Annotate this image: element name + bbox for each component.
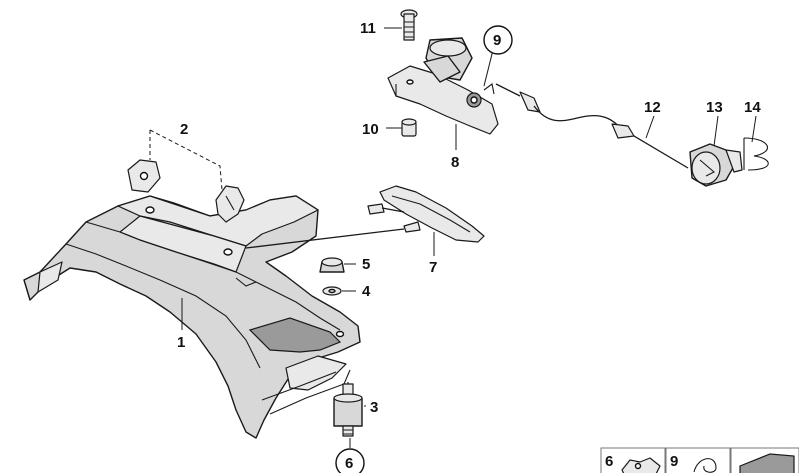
callout-6: 6	[345, 455, 353, 472]
callout-7: 7	[429, 259, 437, 276]
callout-4: 4	[362, 283, 371, 300]
callout-1: 1	[177, 334, 185, 351]
callout-13: 13	[706, 99, 723, 116]
callout-3: 3	[370, 399, 378, 416]
part-8-hinge-bracket[interactable]	[387, 37, 499, 135]
part-13-grommet[interactable]	[689, 143, 743, 187]
legend-number-6: 6	[605, 453, 613, 470]
callout-14: 14	[744, 99, 761, 116]
callout-10: 10	[362, 121, 379, 138]
part-7-lever-plate[interactable]	[245, 185, 485, 249]
part-1-carrier-bracket[interactable]	[23, 195, 361, 439]
callout-9: 9	[493, 32, 501, 49]
legend-arrow-icon	[739, 453, 795, 473]
callout-6-circle	[335, 448, 365, 473]
legend-thumbnails: 6 9	[600, 447, 799, 473]
legend-box-9[interactable]	[665, 447, 731, 473]
callout-8: 8	[451, 154, 459, 171]
part-5-nut[interactable]	[319, 257, 345, 273]
part-10-spacer[interactable]	[401, 118, 417, 137]
leader-lines	[181, 27, 757, 448]
callout-5: 5	[362, 256, 370, 273]
part-12-bowden-cable[interactable]	[495, 83, 689, 169]
part-4-washer[interactable]	[322, 286, 342, 296]
callout-2: 2	[180, 121, 188, 138]
callout-11: 11	[360, 20, 376, 37]
callout-9-circle	[483, 25, 513, 55]
legend-number-9: 9	[670, 453, 678, 470]
part-3-rubber-mount[interactable]	[333, 382, 363, 437]
part-14-spring-clip[interactable]	[743, 137, 769, 171]
callout-12: 12	[644, 99, 661, 116]
callouts: 1 2 3 4 5 6 7 8 9 10 11 12 13 14	[177, 20, 761, 473]
part-11-bolt[interactable]	[400, 9, 418, 41]
part-2-clips[interactable]	[127, 129, 245, 223]
